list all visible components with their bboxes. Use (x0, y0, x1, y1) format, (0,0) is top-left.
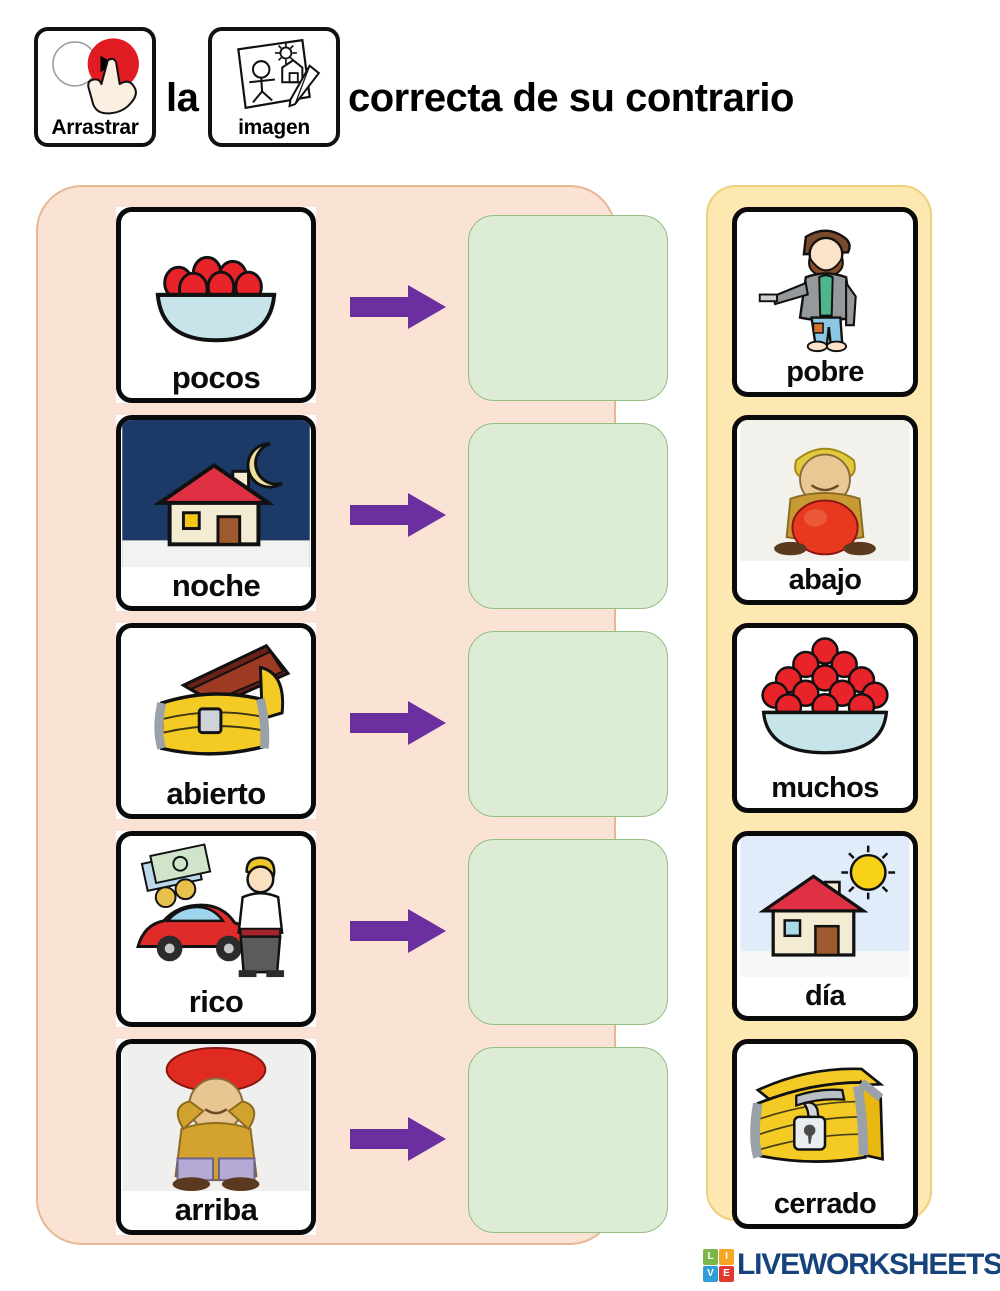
arrow-icon (350, 285, 446, 329)
card-label: noche (121, 567, 311, 605)
arrow-icon (350, 909, 446, 953)
arrastrar-icon-caption: Arrastrar (51, 116, 139, 139)
logo-text: LIVEWORKSHEETS (737, 1248, 1000, 1281)
right-answer-panel: pobre abajo (706, 185, 932, 1229)
picture-drawing-art (212, 31, 336, 117)
house-day-sun-art (737, 836, 913, 978)
left-prompt-panel: pocos (36, 185, 668, 1245)
dropzone-abierto[interactable] (468, 631, 668, 817)
drag-hand-art (38, 31, 152, 117)
arrastrar-icon: Arrastrar (34, 27, 156, 147)
card-label: muchos (737, 769, 913, 807)
rich-man-car-money-art (121, 836, 311, 984)
card-label: rico (121, 983, 311, 1021)
prompt-row: noche (78, 415, 668, 611)
card-muchos[interactable]: muchos (732, 623, 918, 813)
card-label: arriba (121, 1191, 311, 1229)
card-label: pobre (737, 353, 913, 391)
card-abierto[interactable]: abierto (116, 623, 316, 819)
prompt-row: arriba (78, 1039, 668, 1235)
header-word-la: la (166, 76, 199, 120)
open-treasure-chest-art (121, 628, 311, 776)
dropzone-rico[interactable] (468, 839, 668, 1025)
card-cerrado[interactable]: cerrado (732, 1039, 918, 1229)
prompt-row: abierto (78, 623, 668, 819)
dropzone-pocos[interactable] (468, 215, 668, 401)
child-ball-down-art (737, 420, 913, 562)
logo-square-v: V (703, 1265, 718, 1282)
card-pobre[interactable]: pobre (732, 207, 918, 397)
arrow-icon (350, 1117, 446, 1161)
closed-locked-chest-art (737, 1044, 913, 1186)
logo-letter-squares: L I V E (703, 1248, 734, 1282)
card-noche[interactable]: noche (116, 415, 316, 611)
card-arriba[interactable]: arriba (116, 1039, 316, 1235)
card-label: día (737, 977, 913, 1015)
card-abajo[interactable]: abajo (732, 415, 918, 605)
card-label: cerrado (737, 1185, 913, 1223)
prompt-row: rico (78, 831, 668, 1027)
poor-man-ragged-art (737, 212, 913, 354)
card-label: abajo (737, 561, 913, 599)
bowl-few-berries-art (121, 212, 311, 360)
logo-square-l: L (703, 1248, 718, 1265)
worksheet-header: Arrastrar la (0, 0, 1000, 170)
prompt-row: pocos (78, 207, 668, 403)
arrow-icon (350, 493, 446, 537)
card-label: abierto (121, 775, 311, 813)
child-ball-up-art (121, 1044, 311, 1192)
header-instruction-text: correcta de su contrario (348, 76, 794, 120)
card-rico[interactable]: rico (116, 831, 316, 1027)
dropzone-arriba[interactable] (468, 1047, 668, 1233)
card-pocos[interactable]: pocos (116, 207, 316, 403)
logo-square-i: I (719, 1248, 734, 1265)
imagen-icon: imagen (208, 27, 340, 147)
house-night-moon-art (121, 420, 311, 568)
bowl-many-berries-art (737, 628, 913, 770)
imagen-icon-caption: imagen (238, 116, 310, 139)
liveworksheets-logo[interactable]: L I V E LIVEWORKSHEETS (703, 1246, 1000, 1284)
card-dia[interactable]: día (732, 831, 918, 1021)
dropzone-noche[interactable] (468, 423, 668, 609)
card-label: pocos (121, 359, 311, 397)
arrow-icon (350, 701, 446, 745)
logo-square-e: E (719, 1265, 734, 1282)
